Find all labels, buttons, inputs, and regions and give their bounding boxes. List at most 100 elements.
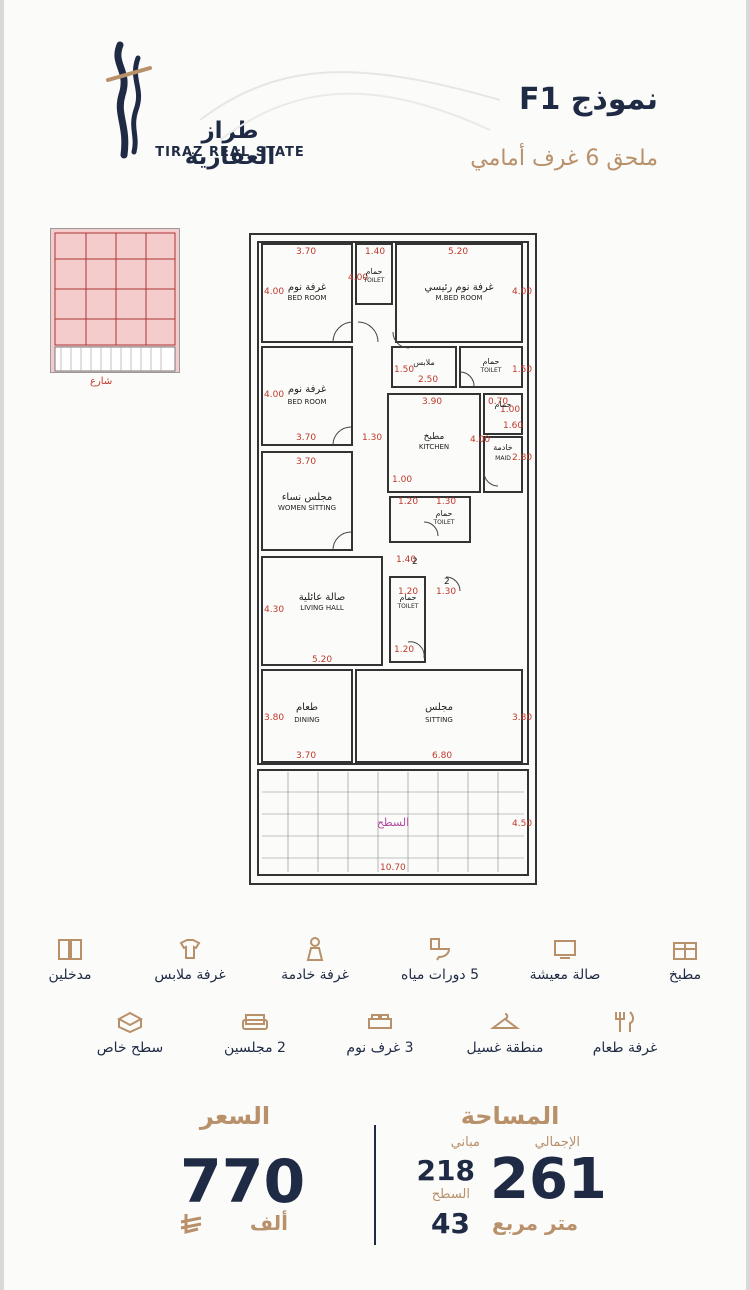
- room-mbed-en: M.BED ROOM: [435, 294, 482, 302]
- dim-label: 1.40: [365, 247, 385, 257]
- area-total-value: 261: [490, 1147, 607, 1212]
- floor-plan: 3.70 1.40 5.20 4.00 4.00 1.50 2.50 1.50 …: [249, 233, 537, 885]
- dim-label: 5.20: [312, 655, 332, 665]
- feature-label: غرفة خادمة: [281, 967, 349, 983]
- key-plan-thumbnail: [50, 228, 180, 373]
- dim-label: 10.70: [380, 863, 406, 873]
- room-bed1-en: BED ROOM: [288, 294, 327, 302]
- feature-label: صالة معيشة: [529, 967, 601, 983]
- feature-label: مطبخ: [668, 967, 702, 983]
- room-kitchen-en: KITCHEN: [419, 443, 449, 451]
- feature-label: 3 غرف نوم: [346, 1040, 414, 1056]
- area-total-label: الإجمالي: [534, 1135, 580, 1150]
- feature-label: منطقة غسيل: [466, 1040, 544, 1056]
- area-unit: متر مربع: [492, 1211, 578, 1235]
- feature-toilets: 5 دورات مياه: [380, 935, 500, 983]
- hanger-shirt-icon: [179, 939, 201, 959]
- dim-label: 4.00: [264, 287, 284, 297]
- dim-label: 2: [444, 577, 450, 587]
- feature-label: غرفة ملابس: [154, 967, 226, 983]
- riyal-icon: [180, 1214, 202, 1234]
- cutlery-icon: [615, 1011, 634, 1032]
- room-bed2-ar: غرفة نوم: [288, 384, 326, 395]
- brand-name-en: TIRAZ REAL STATE: [155, 145, 305, 160]
- dim-label: 1.40: [396, 555, 416, 565]
- dim-label: 0.70: [488, 397, 508, 407]
- kitchen-icon: [673, 942, 697, 960]
- room-living-en: LIVING HALL: [300, 604, 344, 612]
- room-toilet2-en: TOILET: [480, 367, 502, 374]
- dim-label: 1.30: [436, 587, 456, 597]
- price-unit: ألف: [249, 1211, 288, 1235]
- room-sitting-en: SITTING: [425, 716, 453, 724]
- price-value: 770: [180, 1147, 306, 1217]
- dim-label: 2.80: [512, 453, 532, 463]
- feature-label: سطح خاص: [96, 1040, 164, 1056]
- room-toilet1-ar: حمام: [366, 267, 383, 276]
- room-toilet3-ar: حمام: [495, 400, 512, 409]
- page-subtitle: ملحق 6 غرف أمامي: [470, 146, 658, 171]
- room-dining-ar: طعام: [296, 702, 318, 713]
- room-mbed-ar: غرفة نوم رئيسي: [424, 282, 493, 293]
- sofa-icon: [242, 1014, 268, 1030]
- room-toilet1-en: TOILET: [363, 277, 385, 284]
- feature-bedrooms: 3 غرف نوم: [320, 1008, 440, 1056]
- room-women-en: WOMEN SITTING: [278, 504, 336, 512]
- room-dress-ar: ملابس: [413, 358, 434, 367]
- price-heading: السعر: [199, 1102, 271, 1130]
- dim-label: 2: [412, 557, 418, 567]
- room-toilet4-en: TOILET: [433, 519, 455, 526]
- room-women-ar: مجلس نساء: [282, 492, 333, 503]
- dim-label: 3.70: [296, 433, 316, 443]
- dim-label: 1.50: [512, 365, 532, 375]
- room-toilet5-en: TOILET: [397, 603, 419, 610]
- feature-roof: سطح خاص: [70, 1008, 190, 1056]
- feature-living: صالة معيشة: [505, 935, 625, 983]
- dim-label: 3.70: [296, 247, 316, 257]
- dim-label: 1.20: [398, 587, 418, 597]
- feature-label: غرفة طعام: [592, 1040, 658, 1056]
- feature-dining: غرفة طعام: [565, 1008, 685, 1056]
- dim-label: 3.80: [264, 713, 284, 723]
- area-building-label: مباني: [450, 1135, 480, 1150]
- dim-label: 2.50: [418, 375, 438, 385]
- dim-label: 4.00: [512, 287, 532, 297]
- feature-label: 5 دورات مياه: [401, 967, 479, 983]
- bed-icon: [368, 1014, 392, 1029]
- room-bed2-en: BED ROOM: [288, 398, 327, 406]
- room-toilet2-ar: حمام: [483, 357, 500, 366]
- room-roof-ar: السطح: [377, 816, 409, 829]
- room-kitchen-ar: مطبخ: [424, 432, 445, 442]
- key-plan-street-label: شارع: [90, 376, 113, 387]
- room-sitting-ar: مجلس: [425, 702, 453, 713]
- dim-label: 5.20: [448, 247, 468, 257]
- dim-label: 1.20: [398, 497, 418, 507]
- page-title: نموذج F1: [518, 82, 658, 117]
- room-dining-en: DINING: [294, 716, 319, 724]
- tv-icon: [554, 940, 576, 959]
- feature-kitchen: مطبخ: [625, 935, 745, 983]
- brand-logo-mark: [106, 41, 152, 159]
- hanger-icon: [490, 1013, 520, 1029]
- dim-label: 1.20: [394, 645, 414, 655]
- feature-dressing: غرفة ملابس: [130, 935, 250, 983]
- area-building-value: 218: [416, 1154, 475, 1187]
- dim-label: 4.00: [348, 273, 368, 283]
- feature-label: 2 مجلسين: [224, 1040, 286, 1056]
- key-plan-lines: [54, 232, 176, 372]
- room-bed1-ar: غرفة نوم: [288, 282, 326, 293]
- maid-icon: [306, 937, 324, 961]
- toilet-icon: [430, 938, 451, 961]
- dim-label: 1.50: [394, 365, 414, 375]
- room-toilet5-ar: حمام: [400, 593, 417, 602]
- dim-label: 4.30: [264, 605, 284, 615]
- room-maid-en: MAID: [495, 455, 511, 462]
- doors-icon: [58, 939, 82, 960]
- feature-majlis: 2 مجلسين: [195, 1008, 315, 1056]
- feature-entrances: مدخلين: [10, 935, 130, 983]
- dim-label: 4.50: [512, 819, 532, 829]
- room-maid-ar: خادمة: [493, 443, 513, 452]
- brand-name-ar: طراز العقارية: [184, 118, 276, 170]
- roof-box-icon: [116, 1011, 144, 1034]
